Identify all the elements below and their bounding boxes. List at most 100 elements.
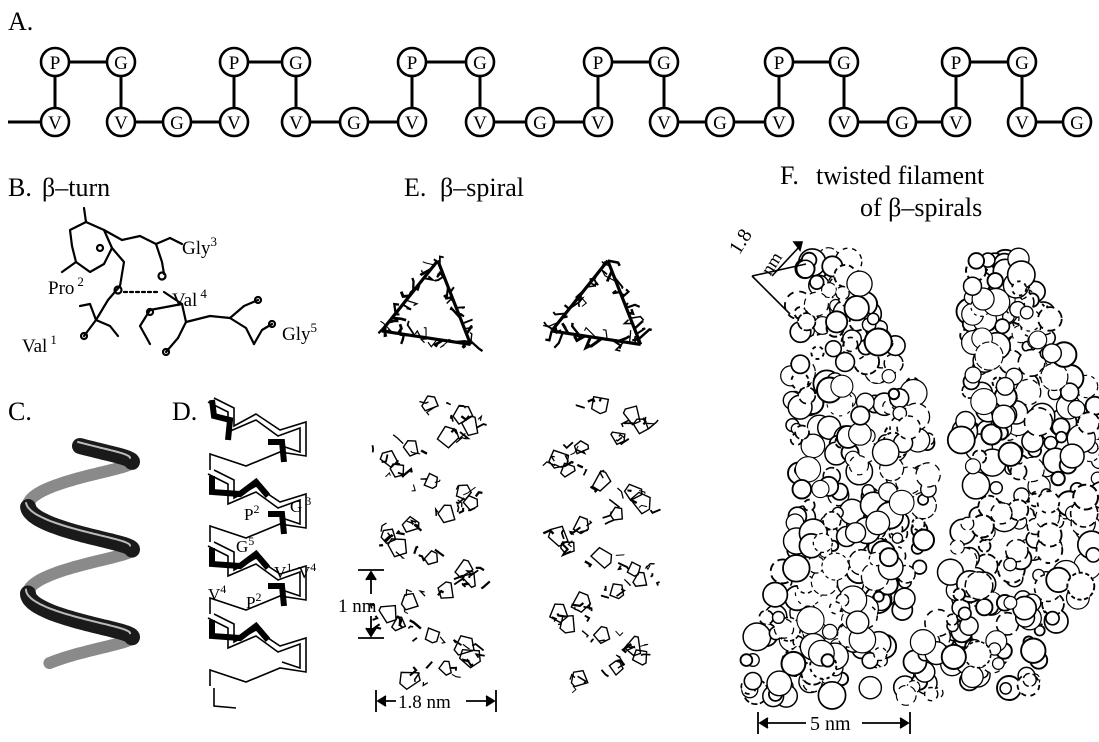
atom-sphere [925, 688, 938, 701]
panel-a: A. PGPGPGPGPGPG VVGVVGVVGVVGVVGVVG [8, 7, 1091, 136]
atom-sphere [971, 515, 993, 537]
atom-bond [616, 631, 623, 636]
atom-sphere [1060, 444, 1084, 468]
atom-sphere [947, 614, 958, 625]
atom-bond [476, 568, 484, 570]
atom-sphere [865, 329, 892, 356]
spiral-edge [382, 261, 438, 331]
residue-node: P [942, 48, 970, 76]
residue-letter: G [473, 53, 487, 74]
atom-sphere [813, 533, 832, 552]
atom-sphere [826, 311, 847, 332]
atom-sphere [965, 642, 991, 668]
atom-bond [641, 654, 651, 655]
atom-bond [423, 262, 435, 265]
residue-letter: V [114, 113, 128, 134]
atom-sphere [1046, 568, 1070, 592]
atom-bond [379, 545, 383, 546]
residue-letter: G [1015, 53, 1029, 74]
residue-node: P [584, 48, 612, 76]
residue-letter: P [593, 53, 604, 74]
residue-letter: P [50, 53, 61, 74]
atom-sphere [1086, 548, 1099, 562]
atom-bond [558, 624, 562, 625]
residue-node: G [526, 108, 554, 136]
atom-bond [603, 512, 612, 518]
atom-sphere [797, 607, 824, 634]
residue-letter: V [657, 113, 671, 134]
residue-letter: G [713, 113, 727, 134]
atom-sphere [948, 427, 975, 454]
atom-bond [463, 644, 470, 649]
atom-bond [452, 674, 461, 677]
atom-bond [627, 490, 631, 491]
residue-letter: V [591, 113, 605, 134]
atom-sphere [818, 682, 845, 709]
residue-ring [549, 526, 568, 546]
panel-e: E. β–spiral 1 nm 1.8 nm [338, 173, 661, 713]
atom-bond [600, 399, 601, 402]
residue-node: G [340, 108, 368, 136]
atom-bond [386, 473, 391, 477]
atom-sphere [889, 389, 899, 399]
residue-node: V [830, 108, 858, 136]
atom-sphere [1021, 639, 1045, 663]
atom-sphere [859, 677, 881, 699]
atom-bond [651, 573, 653, 577]
residue-ring [390, 464, 403, 477]
atom-sphere [783, 555, 810, 582]
trace-bold [212, 476, 268, 496]
atom-sphere [1056, 432, 1067, 443]
panel-c-label: C. [8, 397, 32, 426]
atom-sphere [822, 654, 834, 666]
residue-node: G [830, 48, 858, 76]
atom-bond [427, 662, 432, 668]
residue-ring [571, 592, 590, 612]
residue-node: V [584, 108, 612, 136]
atom-bond [436, 509, 438, 516]
trace-bold [212, 620, 268, 640]
atom-sphere [1038, 307, 1062, 331]
atom-bond [578, 676, 586, 683]
atom-bond [411, 451, 420, 454]
atom-sphere [991, 503, 1012, 524]
spiral-end-view-left [378, 257, 482, 352]
residue-ring [379, 606, 396, 623]
atom-bond [545, 331, 551, 340]
atom-sphere [847, 271, 872, 296]
label-p2: P2 [244, 502, 259, 524]
atom-sphere [910, 630, 935, 655]
beta-turn-molecule [62, 208, 275, 355]
residue-ring [403, 441, 418, 456]
trace-bold [268, 442, 284, 462]
label-pro2: Pro2 [48, 274, 84, 299]
atom-sphere [996, 378, 1014, 396]
atom-sphere [1051, 472, 1064, 485]
atom-bond [421, 451, 427, 454]
atom-bond [604, 586, 606, 590]
atom-bond [481, 581, 490, 588]
atom-bond [414, 547, 418, 554]
atom-sphere [874, 648, 887, 661]
residue-letter: V [949, 113, 963, 134]
atom-sphere [1046, 612, 1059, 625]
atom-bond [464, 583, 470, 584]
atom-bond [624, 579, 630, 585]
atom-bond [591, 639, 594, 642]
residue-node: G [706, 108, 734, 136]
atom-sphere [988, 273, 1003, 288]
atom-sphere [873, 439, 899, 465]
residue-node: G [163, 108, 191, 136]
residue-letter: G [1070, 113, 1084, 134]
residue-letter: V [48, 113, 62, 134]
atom-sphere [849, 423, 872, 446]
panel-b-title: β–turn [42, 173, 110, 202]
atom-sphere [990, 482, 1002, 494]
atom-sphere [992, 405, 1015, 428]
residue-node: V [942, 108, 970, 136]
atom-bond [624, 423, 634, 425]
residue-ring [463, 496, 477, 511]
atom-sphere [812, 480, 829, 497]
atom-sphere [965, 367, 981, 383]
atom-bond [589, 603, 590, 610]
